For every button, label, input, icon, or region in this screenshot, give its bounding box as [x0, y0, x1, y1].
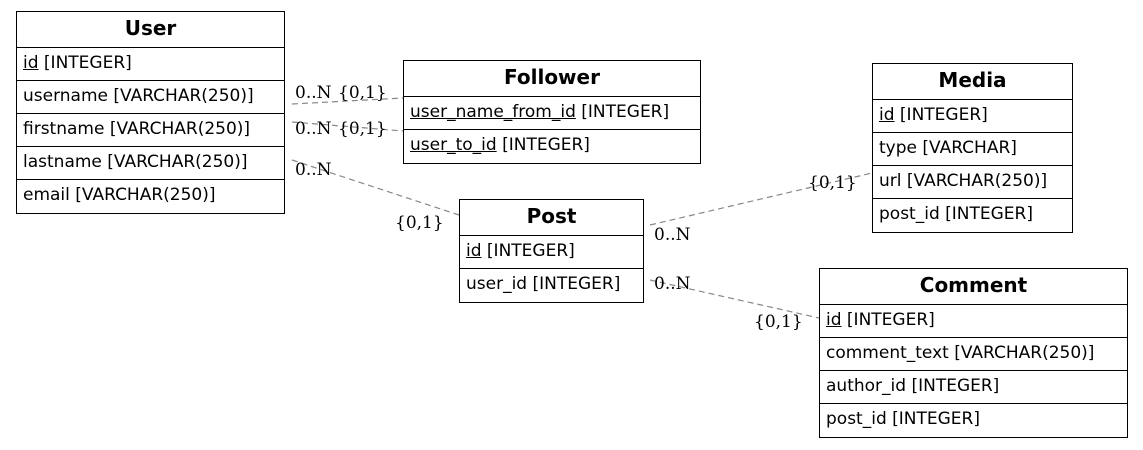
field-row[interactable]: id [INTEGER]: [873, 100, 1072, 133]
field-type: [INTEGER]: [532, 274, 621, 294]
cardinality-label: {0,1}: [338, 83, 387, 103]
field-name: type: [879, 138, 917, 158]
entity-media[interactable]: Media id [INTEGER] type [VARCHAR] url [V…: [872, 63, 1073, 233]
field-row[interactable]: type [VARCHAR]: [873, 133, 1072, 166]
field-type: [INTEGER]: [486, 241, 575, 261]
field-row[interactable]: firstname [VARCHAR(250)]: [17, 114, 284, 147]
field-name: firstname: [23, 119, 105, 139]
field-name: post_id: [879, 204, 940, 224]
entity-title: Post: [460, 200, 643, 236]
field-name: post_id: [826, 409, 887, 429]
field-name: author_id: [826, 376, 907, 396]
field-type: [INTEGER]: [945, 204, 1033, 224]
cardinality-label: {0,1}: [754, 312, 803, 332]
field-type: [INTEGER]: [899, 105, 988, 125]
cardinality-label: 0..N: [295, 119, 332, 139]
entity-title: Follower: [404, 61, 700, 97]
cardinality-label: {0,1}: [395, 213, 444, 233]
entity-post[interactable]: Post id [INTEGER] user_id [INTEGER]: [459, 199, 644, 303]
field-type: [INTEGER]: [43, 53, 132, 73]
field-name: user_to_id: [410, 135, 497, 155]
entity-title: Media: [873, 64, 1072, 100]
field-type: [VARCHAR(250)]: [906, 171, 1048, 191]
field-type: [VARCHAR(250)]: [954, 343, 1095, 363]
field-name: id: [23, 53, 39, 73]
field-type: [VARCHAR(250)]: [107, 152, 248, 172]
cardinality-label: {0,1}: [808, 173, 857, 193]
entity-follower[interactable]: Follower user_name_from_id [INTEGER] use…: [403, 60, 701, 164]
field-name: user_id: [466, 274, 528, 294]
field-type: [VARCHAR]: [922, 138, 1017, 158]
link-post-comment: [649, 279, 820, 319]
link-user-follower-from: [291, 97, 404, 105]
field-type: [INTEGER]: [892, 409, 980, 429]
field-name: username: [23, 86, 108, 106]
field-name: email: [23, 185, 70, 205]
field-type: [VARCHAR(250)]: [113, 86, 254, 106]
field-name: lastname: [23, 152, 102, 172]
field-name: comment_text: [826, 343, 949, 363]
cardinality-label: {0,1}: [338, 119, 387, 139]
field-row[interactable]: post_id [INTEGER]: [820, 404, 1127, 437]
field-name: id: [826, 310, 842, 330]
field-row[interactable]: author_id [INTEGER]: [820, 371, 1127, 404]
field-type: [INTEGER]: [911, 376, 1000, 396]
field-row[interactable]: user_name_from_id [INTEGER]: [404, 97, 700, 130]
cardinality-label: 0..N: [295, 160, 332, 180]
field-name: user_name_from_id: [410, 102, 576, 122]
cardinality-label: 0..N: [654, 225, 691, 245]
field-row[interactable]: username [VARCHAR(250)]: [17, 81, 284, 114]
field-type: [VARCHAR(250)]: [109, 119, 251, 139]
field-row[interactable]: id [INTEGER]: [17, 48, 284, 81]
entity-comment[interactable]: Comment id [INTEGER] comment_text [VARCH…: [819, 268, 1128, 438]
field-type: [VARCHAR(250)]: [75, 185, 216, 205]
field-type: [INTEGER]: [581, 102, 670, 122]
field-row[interactable]: post_id [INTEGER]: [873, 199, 1072, 232]
field-name: id: [879, 105, 895, 125]
field-row[interactable]: id [INTEGER]: [820, 305, 1127, 338]
entity-title: User: [17, 12, 284, 48]
field-row[interactable]: user_id [INTEGER]: [460, 269, 643, 302]
field-name: id: [466, 241, 482, 261]
cardinality-label: 0..N: [654, 274, 691, 294]
entity-user[interactable]: User id [INTEGER] username [VARCHAR(250)…: [16, 11, 285, 214]
field-row[interactable]: id [INTEGER]: [460, 236, 643, 269]
field-row[interactable]: user_to_id [INTEGER]: [404, 130, 700, 163]
cardinality-label: 0..N: [295, 83, 332, 103]
field-row[interactable]: email [VARCHAR(250)]: [17, 180, 284, 213]
field-type: [INTEGER]: [846, 310, 935, 330]
field-row[interactable]: comment_text [VARCHAR(250)]: [820, 338, 1127, 371]
field-name: url: [879, 171, 902, 191]
link-post-media: [649, 172, 873, 226]
link-user-follower-to: [291, 121, 404, 132]
field-type: [INTEGER]: [502, 135, 590, 155]
field-row[interactable]: url [VARCHAR(250)]: [873, 166, 1072, 199]
field-row[interactable]: lastname [VARCHAR(250)]: [17, 147, 284, 180]
entity-title: Comment: [820, 269, 1127, 305]
